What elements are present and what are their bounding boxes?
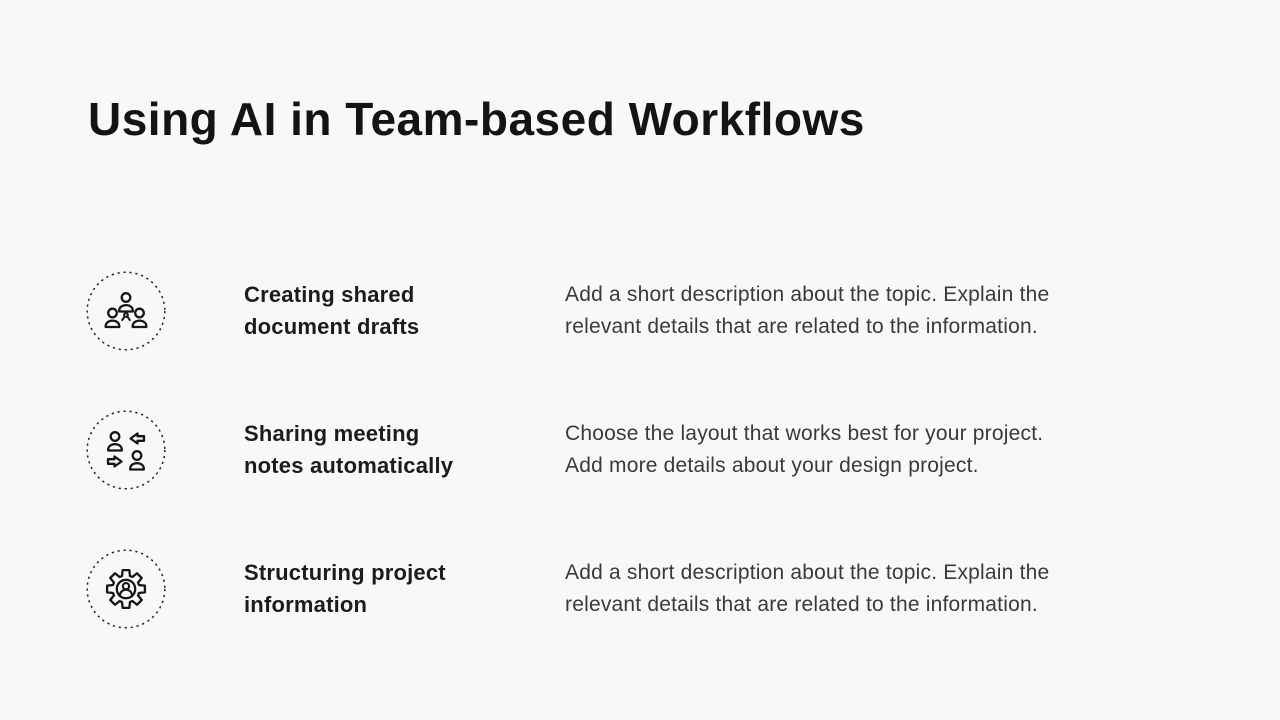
feature-description: Add a short description about the topic.… [565,561,1050,616]
feature-row: Structuring project information Add a sh… [86,549,1190,629]
team-network-icon [86,271,166,351]
gear-path [105,568,147,610]
feature-title: Structuring project information [244,560,446,617]
feature-icon-circle [86,410,166,490]
feature-title: Sharing meeting notes automatically [244,421,454,478]
feature-row: Creating shared document drafts Add a sh… [86,271,1190,351]
feature-icon-circle [86,271,166,351]
feature-list: Creating shared document drafts Add a sh… [86,271,1190,688]
feature-row: Sharing meeting notes automatically Choo… [86,410,1190,490]
people-exchange-icon [86,410,166,490]
feature-icon-circle [86,549,166,629]
feature-description: Add a short description about the topic.… [565,283,1050,338]
feature-title: Creating shared document drafts [244,282,420,339]
feature-description: Choose the layout that works best for yo… [565,422,1044,477]
user-gear-icon [86,549,166,629]
page-title: Using AI in Team-based Workflows [88,93,865,145]
